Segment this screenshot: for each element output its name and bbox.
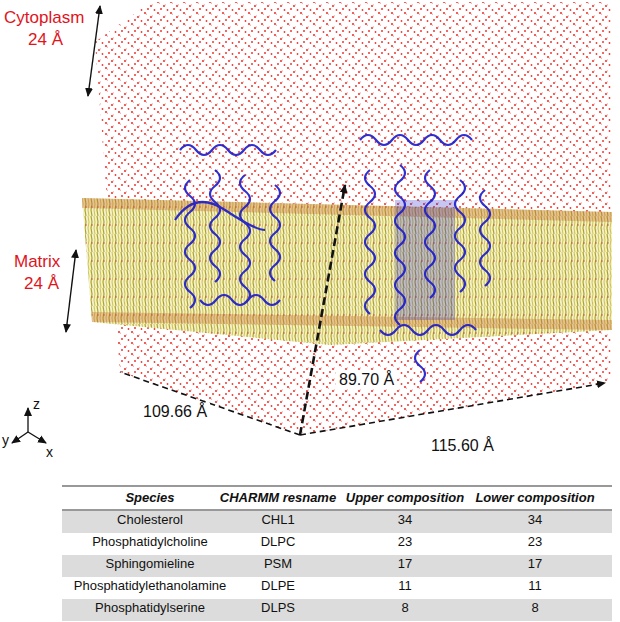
table-cell: 23: [398, 535, 412, 550]
table-cell: DLPS: [261, 601, 295, 616]
table-header: Lower composition: [475, 491, 594, 506]
dimension-label: 109.66 Å: [140, 403, 210, 421]
table-cell: Cholesterol: [117, 513, 183, 528]
table-cell: DLPE: [261, 579, 295, 594]
table-cell: DLPC: [261, 535, 296, 550]
thickness-label: 24 Å: [28, 30, 63, 50]
table-cell: 23: [528, 535, 542, 550]
table-header: Upper composition: [346, 491, 464, 506]
axis-label: y: [2, 432, 9, 448]
region-name: Matrix: [14, 252, 60, 272]
dimension-label: 115.60 Å: [428, 437, 497, 455]
axis-label: x: [46, 444, 53, 460]
table-cell: PSM: [264, 557, 292, 572]
table-cell: 17: [528, 557, 542, 572]
table-cell: 11: [528, 579, 542, 594]
axis-label: z: [33, 396, 40, 412]
table-cell: 17: [398, 557, 412, 572]
table-cell: 34: [528, 513, 542, 528]
dimension-label: 89.70 Å: [336, 371, 397, 389]
table-header: Species: [125, 491, 174, 506]
region-name: Cytoplasm: [4, 8, 84, 28]
table-cell: Phosphatidylserine: [95, 601, 205, 616]
table-header: CHARMM resname: [220, 491, 336, 506]
table-cell: Phosphatidylcholine: [92, 535, 208, 550]
table-cell: 34: [398, 513, 412, 528]
table-cell: Sphingomieline: [106, 557, 195, 572]
table-cell: 8: [401, 601, 408, 616]
table-cell: Phosphatidylethanolamine: [74, 579, 227, 594]
thickness-label: 24 Å: [24, 274, 59, 294]
table-cell: 11: [398, 579, 412, 594]
table-cell: 8: [531, 601, 538, 616]
table-cell: CHL1: [261, 513, 294, 528]
